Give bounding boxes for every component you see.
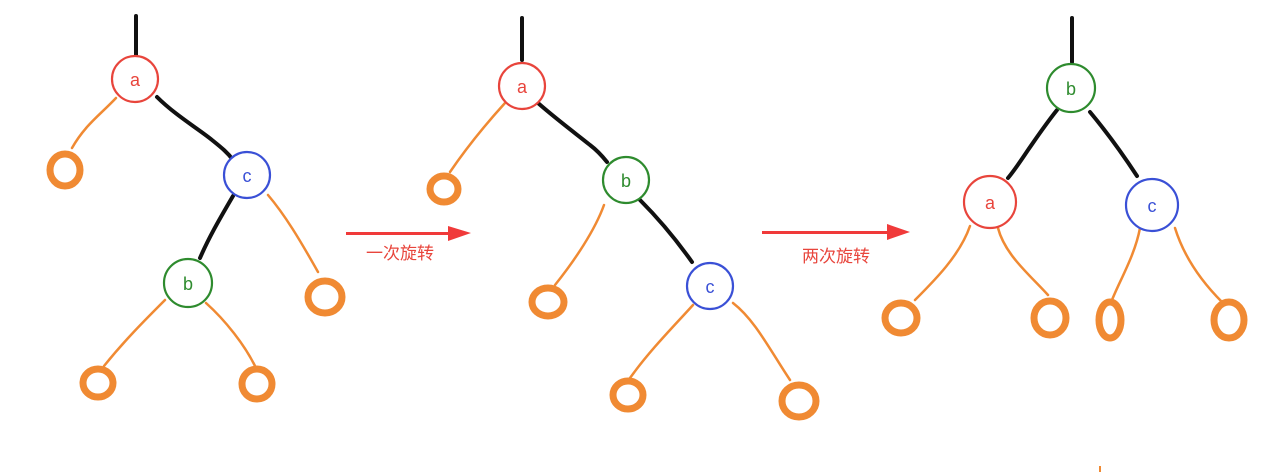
- leaf-node: [304, 277, 346, 317]
- node-circle: [1045, 62, 1097, 114]
- leaf-node: [609, 377, 647, 413]
- edge-b-c: [638, 198, 694, 264]
- tree-node-c: c: [685, 261, 735, 311]
- leaf-node: [1030, 297, 1070, 339]
- edge-a-leaf: [70, 96, 118, 150]
- leaf-node: [881, 299, 921, 337]
- edge-b-a: [1006, 108, 1059, 180]
- tree-node-b: b: [162, 257, 214, 309]
- node-label: a: [985, 193, 996, 213]
- edge-c-leaf-right: [731, 301, 792, 382]
- leaf-node: [46, 150, 84, 190]
- arrow-label: 一次旋转: [366, 244, 434, 264]
- leaf-node: [79, 365, 117, 401]
- tree-node-c: c: [222, 150, 272, 200]
- node-label: c: [1148, 196, 1157, 216]
- tree-1: a c b: [46, 14, 346, 403]
- node-circle: [162, 257, 214, 309]
- edge-b-leaf-right: [204, 301, 258, 370]
- node-circle: [497, 61, 547, 111]
- edge-a-leaf-left: [913, 224, 972, 302]
- edge-c-leaf-left: [628, 303, 695, 380]
- node-circle: [685, 261, 735, 311]
- edge-b-leaf-left: [102, 298, 167, 368]
- edge-a-leaf: [448, 101, 507, 174]
- leaf-node: [1210, 298, 1248, 342]
- tree-node-a: a: [962, 174, 1018, 230]
- edge-c-b: [198, 194, 235, 260]
- edge-a-b: [536, 101, 609, 164]
- leaf-node: [238, 365, 276, 403]
- arrow-shaft: [346, 226, 471, 241]
- node-label: a: [517, 77, 528, 97]
- leaf-node: [528, 284, 568, 320]
- leaf-node: [1095, 298, 1125, 342]
- tree-3: b a c: [881, 16, 1248, 472]
- node-label: c: [243, 166, 252, 186]
- edge-c-leaf-right: [1173, 226, 1224, 304]
- rotation-arrow-2: 两次旋转: [762, 224, 910, 267]
- rotation-arrow-1: 一次旋转: [346, 226, 471, 264]
- edge-b-leaf: [553, 203, 606, 287]
- tree-node-a: a: [110, 54, 160, 104]
- edge-b-c: [1088, 110, 1139, 178]
- leaf-node: [778, 381, 820, 421]
- node-label: c: [706, 277, 715, 297]
- node-circle: [222, 150, 272, 200]
- arrow-label: 两次旋转: [802, 247, 870, 267]
- edge-a-c: [155, 95, 235, 162]
- edge-c-leaf-left: [1110, 226, 1142, 302]
- tree-node-a: a: [497, 61, 547, 111]
- edge-c-leaf: [266, 193, 320, 274]
- edge-a-leaf-right: [996, 226, 1050, 297]
- tree-node-b: b: [1045, 62, 1097, 114]
- tree-node-b: b: [601, 155, 651, 205]
- leaf-node: [426, 172, 462, 206]
- node-label: b: [183, 274, 193, 294]
- node-label: a: [130, 70, 141, 90]
- node-circle: [1124, 177, 1180, 233]
- node-circle: [110, 54, 160, 104]
- node-label: b: [1066, 79, 1076, 99]
- node-circle: [962, 174, 1018, 230]
- tree-node-c: c: [1124, 177, 1180, 233]
- node-circle: [601, 155, 651, 205]
- arrow-shaft: [762, 224, 910, 240]
- node-label: b: [621, 171, 631, 191]
- tree-2: a b c: [426, 16, 820, 421]
